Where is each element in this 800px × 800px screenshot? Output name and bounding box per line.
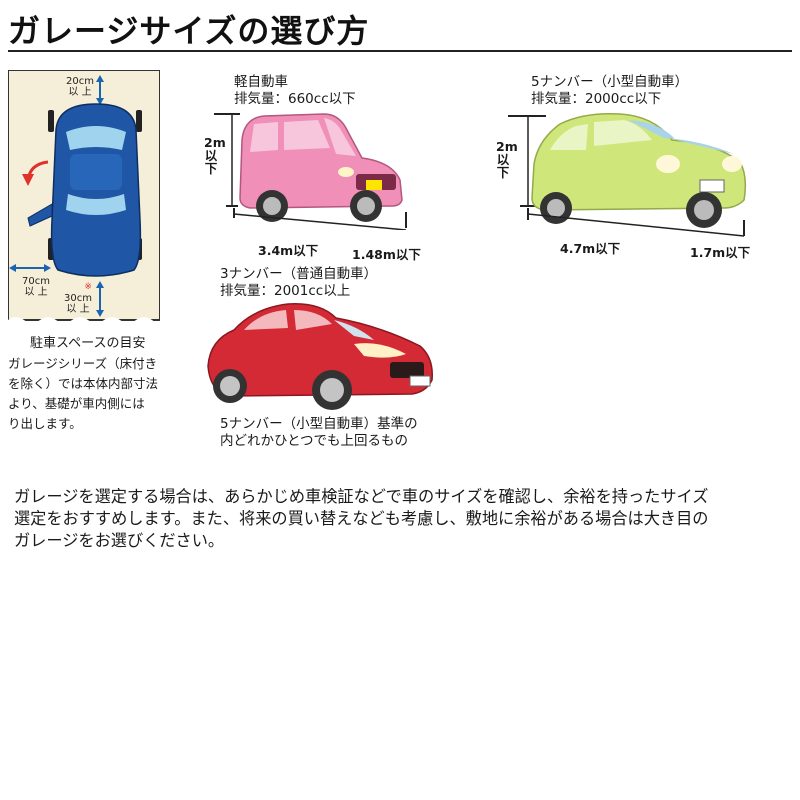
small-car-height-value: 2m — [496, 139, 518, 154]
small-car-illustration — [508, 112, 747, 237]
parking-space-illustration — [7, 69, 161, 328]
top-gap-value: 20cm — [66, 76, 94, 87]
kei-car-illustration — [214, 113, 407, 230]
rear-gap-value: 30cm — [64, 293, 92, 304]
body-text: ガレージを選定する場合は、あらかじめ車検証などで車のサイズを確認し、余裕を持った… — [14, 486, 794, 552]
side-gap-label: 70cm 以 上 — [22, 276, 50, 298]
regular-car-note-line: 内どれかひとつでも上回るもの — [220, 433, 409, 449]
page-title: ガレージサイズの選び方 — [8, 12, 370, 50]
kei-height: 2m 以 下 — [204, 135, 226, 176]
body-text-line: ガレージを選定する場合は、あらかじめ車検証などで車のサイズを確認し、余裕を持った… — [14, 487, 709, 506]
kei-width: 1.48m以下 — [352, 247, 421, 262]
side-gap-value: 70cm — [22, 276, 50, 287]
small-car-label: 5ナンバー（小型自動車） — [531, 74, 689, 90]
parking-note-line: ガレージシリーズ（床付き — [8, 356, 158, 371]
small-car-width: 1.7m以下 — [690, 245, 751, 260]
top-gap-label: 20cm 以 上 — [66, 76, 94, 98]
side-gap-suffix: 以 上 — [24, 287, 48, 298]
kei-spec: 軽自動車 排気量：660cc以下 — [234, 74, 356, 108]
rear-gap-suffix: 以 上 — [66, 304, 90, 315]
small-car-height-suffix: 以 — [496, 152, 510, 167]
regular-car-spec: 3ナンバー（普通自動車） 排気量：2001cc以上 — [220, 266, 377, 300]
parking-note: ガレージシリーズ（床付き を除く）では本体内部寸法 より、基礎が車内側には り出… — [8, 354, 168, 434]
small-car-spec: 5ナンバー（小型自動車） 排気量：2000cc以下 — [531, 74, 688, 108]
car-top-view — [27, 103, 142, 277]
regular-car-note-line: 5ナンバー（小型自動車）基準の — [220, 416, 418, 432]
small-car-height: 2m 以 下 — [496, 139, 518, 180]
kei-height-suffix: 以 — [204, 148, 218, 163]
body-text-line: 選定をおすすめします。また、将来の買い替えなども考慮し、敷地に余裕がある場合は大… — [14, 509, 709, 528]
rear-gap-mark: ※ — [84, 282, 92, 292]
regular-car-label: 3ナンバー（普通自動車） — [220, 266, 378, 282]
title-divider — [8, 50, 792, 52]
parking-note-line: り出します。 — [8, 416, 82, 431]
regular-car-displacement: 排気量：2001cc以上 — [220, 283, 351, 299]
parking-note-line: より、基礎が車内側には — [8, 396, 145, 411]
kei-length: 3.4m以下 — [258, 243, 319, 258]
small-car-displacement: 排気量：2000cc以下 — [531, 91, 662, 107]
regular-car-note: 5ナンバー（小型自動車）基準の 内どれかひとつでも上回るもの — [220, 416, 418, 450]
kei-height-suffix: 下 — [204, 161, 218, 176]
regular-car-illustration — [207, 303, 433, 410]
parking-caption: 駐車スペースの目安 — [30, 336, 146, 351]
kei-label: 軽自動車 — [234, 74, 288, 90]
kei-height-value: 2m — [204, 135, 226, 150]
small-car-length: 4.7m以下 — [560, 241, 621, 256]
rear-gap-label: ※ 30cm 以 上 — [64, 282, 92, 315]
small-car-height-suffix: 下 — [496, 165, 510, 180]
parking-space-diagram: 20cm 以 上 70cm 以 上 ※ 30cm 以 上 — [7, 69, 161, 328]
top-gap-suffix: 以 上 — [68, 87, 92, 98]
parking-note-line: を除く）では本体内部寸法 — [8, 376, 159, 391]
body-text-line: ガレージをお選びください。 — [14, 531, 225, 550]
kei-displacement: 排気量：660cc以下 — [234, 91, 356, 107]
